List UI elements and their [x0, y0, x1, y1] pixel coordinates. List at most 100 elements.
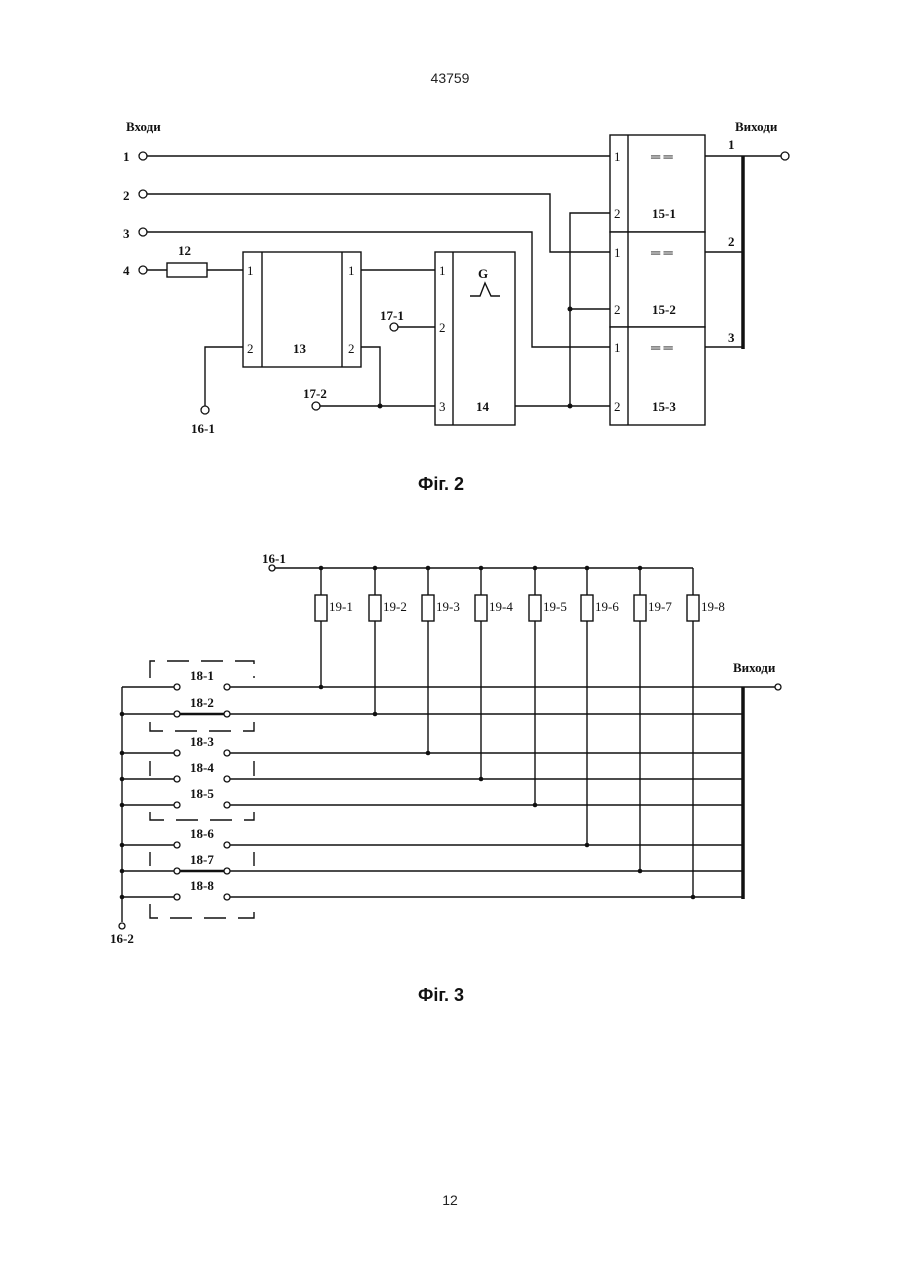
terminal-17-1-label: 17-1 — [380, 308, 404, 323]
switch-18-2-label: 18-2 — [190, 695, 214, 710]
input-terminal-1 — [139, 152, 147, 160]
switch-18-3-contact-a — [174, 750, 180, 756]
block-14-in2: 2 — [439, 320, 446, 335]
switch-18-4-label: 18-4 — [190, 760, 214, 775]
resistor-19-5 — [529, 595, 541, 621]
resistor-19-8 — [687, 595, 699, 621]
wire-input-2 — [147, 194, 610, 252]
block-15-2-sym: ═ ═ — [650, 245, 673, 260]
switch-18-2-contact-b — [224, 711, 230, 717]
block-15-2-in1: 1 — [614, 245, 621, 260]
resistor-19-1-label: 19-1 — [329, 599, 353, 614]
resistor-19-8-label: 19-8 — [701, 599, 725, 614]
wire-b13-out2 — [361, 347, 380, 406]
enclosure-c-bottom — [150, 904, 254, 918]
block-14-label: 14 — [476, 399, 490, 414]
input-terminal-3 — [139, 228, 147, 236]
wire-input-3 — [147, 232, 610, 347]
resistor-column: 19-1 19-2 19-3 19-4 — [315, 566, 725, 900]
input-terminal-4 — [139, 266, 147, 274]
resistor-19-3-label: 19-3 — [436, 599, 460, 614]
outputs-label: Виходи — [735, 119, 778, 134]
resistor-19-1 — [315, 595, 327, 621]
switch-18-5-contact-b — [224, 802, 230, 808]
block-13-in1: 1 — [247, 263, 254, 278]
junction-bus-15-2 — [568, 307, 573, 312]
block-15-2-in2: 2 — [614, 302, 621, 317]
resistor-19-2-label: 19-2 — [383, 599, 407, 614]
switch-18-8-contact-b — [224, 894, 230, 900]
terminal-17-2 — [312, 402, 320, 410]
terminal-16-1 — [201, 406, 209, 414]
block-15-1-sym: ═ ═ — [650, 149, 673, 164]
switch-18-7-contact-a — [174, 868, 180, 874]
resistor-19-2 — [369, 595, 381, 621]
resistor-19-4-label: 19-4 — [489, 599, 513, 614]
resistor-19-7 — [634, 595, 646, 621]
enclosure-a-bottom — [150, 722, 254, 731]
resistor-19-3 — [422, 595, 434, 621]
figure-3: 16-1 19-1 19-2 19-3 — [110, 551, 781, 1005]
switch-rows: 18-1 18-2 18-3 18-4 — [120, 668, 775, 900]
outputs-label-fig3: Виходи — [733, 660, 776, 675]
terminal-17-2-label: 17-2 — [303, 386, 327, 401]
switch-18-5-contact-a — [174, 802, 180, 808]
block-15-1-in1: 1 — [614, 149, 621, 164]
block-15-2-label: 15-2 — [652, 302, 676, 317]
switch-18-4-contact-b — [224, 776, 230, 782]
switch-18-6-contact-a — [174, 842, 180, 848]
junction-bus-15-3 — [568, 404, 573, 409]
switch-18-4-contact-a — [174, 776, 180, 782]
output-terminal-fig3 — [775, 684, 781, 690]
block-14-in1: 1 — [439, 263, 446, 278]
input-label-2: 2 — [123, 188, 130, 203]
resistor-12 — [167, 263, 207, 277]
block-14 — [435, 252, 515, 425]
output-label-1: 1 — [728, 137, 735, 152]
block-15-3-label: 15-3 — [652, 399, 676, 414]
switch-18-7-contact-b — [224, 868, 230, 874]
resistor-19-7-label: 19-7 — [648, 599, 672, 614]
terminal-16-1-fig3 — [269, 565, 275, 571]
block-13-label: 13 — [293, 341, 307, 356]
switch-18-7-label: 18-7 — [190, 852, 214, 867]
switch-18-1-label: 18-1 — [190, 668, 214, 683]
figure-2-caption: Фіг. 2 — [418, 474, 464, 494]
resistor-19-4 — [475, 595, 487, 621]
block-15-3-sym: ═ ═ — [650, 340, 673, 355]
figure-3-caption: Фіг. 3 — [418, 985, 464, 1005]
wire-16-1 — [205, 347, 243, 406]
block-13-out1: 1 — [348, 263, 355, 278]
resistor-19-6-label: 19-6 — [595, 599, 619, 614]
input-label-3: 3 — [123, 226, 130, 241]
output-label-2: 2 — [728, 234, 735, 249]
switch-18-8-label: 18-8 — [190, 878, 214, 893]
block-14-symbol: G — [478, 266, 488, 281]
switch-18-6-label: 18-6 — [190, 826, 214, 841]
block-13-in2: 2 — [247, 341, 254, 356]
switch-18-1-contact-b — [224, 684, 230, 690]
terminal-16-1-label-fig3: 16-1 — [262, 551, 286, 566]
output-terminal — [781, 152, 789, 160]
switch-18-2-contact-a — [174, 711, 180, 717]
terminal-16-1-label: 16-1 — [191, 421, 215, 436]
switch-18-5-label: 18-5 — [190, 786, 214, 801]
terminal-17-1 — [390, 323, 398, 331]
block-15-3-in1: 1 — [614, 340, 621, 355]
page-number: 12 — [0, 1192, 900, 1208]
block-14-in3: 3 — [439, 399, 446, 414]
resistor-19-5-label: 19-5 — [543, 599, 567, 614]
resistor-12-label: 12 — [178, 243, 191, 258]
switch-18-8-contact-a — [174, 894, 180, 900]
input-label-4: 4 — [123, 263, 130, 278]
resistor-19-6 — [581, 595, 593, 621]
block-15-3-in2: 2 — [614, 399, 621, 414]
terminal-16-2 — [119, 923, 125, 929]
figure-2: Входи Виходи 1 2 3 4 12 1 2 1 2 13 16-1 — [123, 119, 789, 494]
block-15-1-in2: 2 — [614, 206, 621, 221]
enclosure-b-bottom — [150, 812, 254, 820]
terminal-16-2-label: 16-2 — [110, 931, 134, 946]
switch-18-3-label: 18-3 — [190, 734, 214, 749]
switch-18-3-contact-b — [224, 750, 230, 756]
